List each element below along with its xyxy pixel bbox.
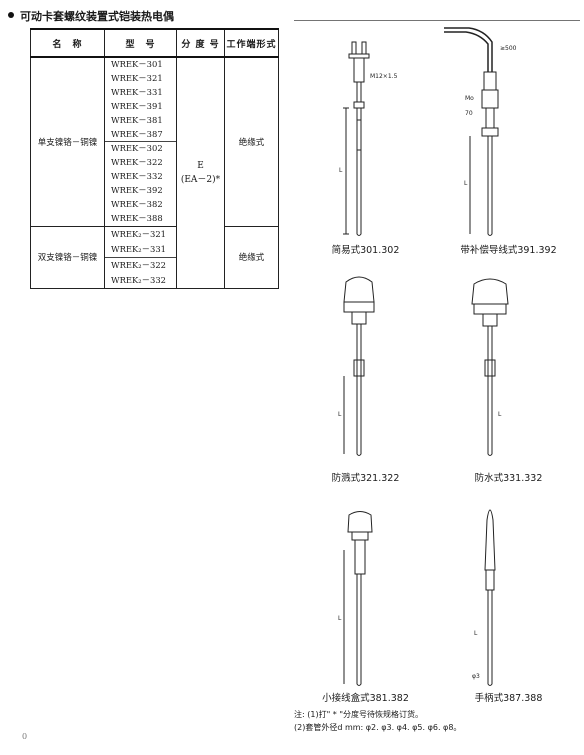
terminal-insulated: 绝缘式 [224,56,279,227]
fig-simple-thread-label: M12×1.5 [370,73,398,80]
fig-cable-drawing [444,27,499,236]
model-cell: WREK－301 WREK－321 WREK－331 WREK－391 WREK… [104,56,177,227]
fig-small-box-drawing [343,511,373,686]
model-code: WREK－332 [111,171,163,182]
model-code: WREK－391 [111,100,163,111]
fig-caption-water: 防水式331.332 [474,473,543,484]
figures-drawing: M12×1.5 L ≥500 Mo 70 L L L L L φ3 [294,20,580,686]
grade-cell: E (EA－2)* [176,56,225,289]
fig-caption-handle: 手柄式387.388 [474,693,543,704]
header-terminal: 工作端形式 [224,28,279,58]
fig-cable-length-label: L [464,180,468,187]
fig-caption-small-box: 小接线盒式381.382 [322,693,409,704]
fig-caption-simple: 简易式301.302 [331,245,400,256]
fig-cable-thread-label: Mo [465,95,474,102]
note-2: (2)套管外径d mm: φ2. φ3. φ4. φ5. φ6. φ8。 [294,723,462,732]
model-code: WREK－321 [111,72,163,83]
figure-labels: M12×1.5 L ≥500 Mo 70 L L L L L φ3 [338,45,517,680]
header-grade: 分 度 号 [176,28,225,58]
fig-small-box-length-label: L [338,615,342,622]
notes: 注: (1)打" * "分度号待恢规格订货。 (2)套管外径d mm: φ2. … [294,708,461,734]
model-code: WREK－388 [111,212,163,223]
header-name: 名 称 [30,28,105,58]
fig-head-water-drawing [471,278,509,456]
model-code: WREK－302 [105,141,176,156]
grade-sub: (EA－2)* [180,174,221,185]
fig-simple-drawing [343,41,370,236]
bullet-icon [8,12,14,18]
fig-handle-drawing [484,509,496,686]
fig-cable-cable-len-label: ≥500 [500,45,517,52]
fig-handle-length-label: L [474,630,478,637]
model-code: WREK₂－321 [111,228,167,239]
terminal-insulated: 绝缘式 [224,225,279,289]
note-1: 注: (1)打" * "分度号待恢规格订货。 [294,710,424,719]
model-code: WREK₂－331 [111,243,167,254]
grade-code: E [197,160,204,171]
group-name: 单支镍铬－铜镍 [30,56,105,227]
fig-caption-splash: 防溅式321.322 [331,473,400,484]
header-model: 型 号 [104,28,177,58]
fig-head-splash-drawing [343,276,375,456]
fig-water-length-label: L [498,411,502,418]
model-cell: WREK₂－321 WREK₂－331 WREK₂－322 WREK₂－332 [104,225,177,289]
figures-panel: M12×1.5 L ≥500 Mo 70 L L L L L φ3 简易式301… [294,20,580,705]
model-code: WREK－387 [111,128,163,139]
model-code: WREK₂－332 [111,274,167,285]
fig-splash-length-label: L [338,411,342,418]
fig-cable-dim-label: 70 [465,110,473,117]
model-code: WREK－322 [111,157,163,168]
model-code: WREK－392 [111,185,163,196]
fig-simple-length-label: L [339,167,343,174]
model-code: WREK－382 [111,199,163,210]
table-row: 双支镍铬－铜镍 WREK₂－321 WREK₂－331 WREK₂－322 WR… [30,225,279,289]
table-row: 单支镍铬－铜镍 WREK－301 WREK－321 WREK－331 WREK－… [30,56,279,289]
spec-table: 名 称 型 号 分 度 号 工作端形式 单支镍铬－铜镍 WREK－301 WRE… [30,28,279,289]
table-header-row: 名 称 型 号 分 度 号 工作端形式 [30,28,279,58]
fig-caption-cable: 带补偿导线式391.392 [460,245,557,256]
title-text: 可动卡套螺纹装置式铠装热电偶 [20,10,174,23]
group-name: 双支镍铬－铜镍 [30,225,105,289]
model-code: WREK－331 [111,86,163,97]
fig-handle-dia-label: φ3 [472,673,480,680]
model-code: WREK－381 [111,114,163,125]
page-title: 可动卡套螺纹装置式铠装热电偶 [8,8,174,24]
page-number: 0 [22,732,28,741]
model-code: WREK－301 [111,59,163,69]
model-code: WREK₂－322 [105,256,176,273]
